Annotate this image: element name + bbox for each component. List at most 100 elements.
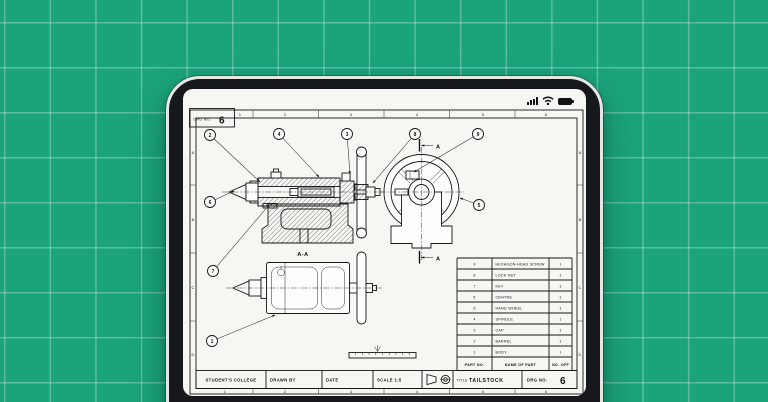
section-label: A-A [297,252,308,258]
part-name: BARREL [496,340,512,344]
part-no: 1 [473,351,475,355]
zone-letters-left: A B C D [192,151,195,357]
section-arrow-bottom: A [418,251,441,264]
section-arrow-label: A [436,257,441,263]
zone-number: 2 [284,113,286,117]
college-cell: STUDENT'S COLLEGE [206,378,257,383]
zone-number: 6 [545,113,547,117]
part-no: 7 [473,285,475,289]
balloon-5: 5 [473,199,485,211]
drg-no-label: DRG NO. [194,118,212,122]
part-name: LOCK NUT [496,274,517,278]
tablet-screen[interactable]: 1 2 3 4 5 6 1 2 3 4 5 6 A B C D [183,89,586,396]
balloon-label: 4 [278,132,281,138]
external-side-view [226,251,382,325]
balloon-1: 1 [206,335,218,347]
zone-number: 5 [482,113,484,117]
zone-number: 4 [416,113,418,117]
date-cell: DATE [326,378,339,383]
zone-letter: C [579,286,582,290]
part-off: 1 [559,307,561,311]
zone-number: 6 [545,390,547,394]
balloon-label: 1 [211,339,214,345]
part-name: KEY [496,285,504,289]
zone-letter: B [579,218,582,222]
scale-cell: SCALE 1:5 [377,378,402,383]
part-name: HEXAGON-HEAD SCREW [496,263,545,267]
parts-table: 9 HEXAGON-HEAD SCREW 1 8 LOCK NUT 1 7 KE… [456,257,577,371]
balloon-6: 6 [204,196,216,208]
zone-letter: B [192,218,195,222]
zone-number: 1 [239,113,241,117]
balloon-label: 5 [478,203,481,209]
part-name: CAP [496,329,505,333]
section-arrow-label: A [436,145,441,151]
part-off: 1 [559,285,561,289]
zone-number: 1 [224,390,226,394]
zone-letter: D [579,353,582,357]
title-label: TITLE [457,379,469,383]
balloon-7: 7 [207,265,219,277]
drg-label-bottom: DRG NO. [527,378,547,383]
cellular-signal-icon [527,97,538,105]
part-no: 3 [473,329,475,333]
projection-symbol-icon [426,373,451,386]
zone-letter: A [579,151,582,155]
part-off: 1 [559,296,561,300]
engineering-drawing-sheet: 1 2 3 4 5 6 1 2 3 4 5 6 A B C D [189,108,584,395]
zone-number: 4 [416,390,418,394]
balloon-label: 7 [212,269,215,275]
zone-number: 2 [284,390,286,394]
parts-table-grid [456,257,577,371]
section-view-a-a: A-A [222,146,384,258]
part-no: 6 [473,296,475,300]
sheet-inner-border [195,117,578,389]
balloon-label: 8 [414,132,417,138]
balloon-label: 6 [209,200,212,206]
wifi-icon [542,96,554,105]
balloon-4: 4 [273,128,285,140]
drg-no-value: 6 [219,116,225,127]
zone-letter: D [192,353,195,357]
title-block: STUDENT'S COLLEGE DRAWN BY DATE SCALE 1:… [195,345,578,389]
balloon-label: 9 [477,132,480,138]
header-part-no: PART NO. [465,363,485,367]
status-bar [527,96,574,105]
balloon-2: 2 [204,129,216,141]
part-no: 5 [473,307,475,311]
part-name: CENTRE [496,296,513,300]
battery-icon [558,98,574,105]
zone-number: 3 [350,390,352,394]
balloon-8: 8 [409,128,421,140]
zone-number: 5 [482,390,484,394]
part-name: HAND WHEEL [496,307,523,311]
part-name: BODY [496,351,508,355]
part-off: 1 [559,263,561,267]
parts-rows: 9 HEXAGON-HEAD SCREW 1 8 LOCK NUT 1 7 KE… [473,263,561,355]
zone-ticks [190,110,583,394]
zone-letter: A [192,151,195,155]
drg-no-box: DRG NO. 6 [189,108,235,128]
parts-table-header: PART NO. NAME OF PART NO. OFF [465,363,570,367]
part-name: SPINDLE [496,318,514,322]
scale-ruler [348,345,417,359]
zone-number: 3 [350,113,352,117]
part-no: 9 [473,263,475,267]
balloon-label: 2 [209,133,212,139]
part-no: 4 [473,318,475,322]
zone-numbers-bottom: 1 2 3 4 5 6 [224,390,547,394]
end-view-hand-wheel: A A [380,139,464,264]
tablet-device: 1 2 3 4 5 6 1 2 3 4 5 6 A B C D [166,76,603,402]
drg-value-bottom: 6 [560,376,566,387]
part-off: 1 [559,351,561,355]
part-off: 1 [559,340,561,344]
zone-letters-right: A B C D [579,151,582,357]
part-no: 2 [473,340,475,344]
balloon-3: 3 [341,128,353,140]
zone-letter: C [192,286,195,290]
header-name: NAME OF PART [505,363,537,367]
sheet-outer-border [189,109,584,395]
balloon-9: 9 [472,128,484,140]
part-balloons: 2 4 3 8 9 6 5 7 1 [204,128,485,347]
